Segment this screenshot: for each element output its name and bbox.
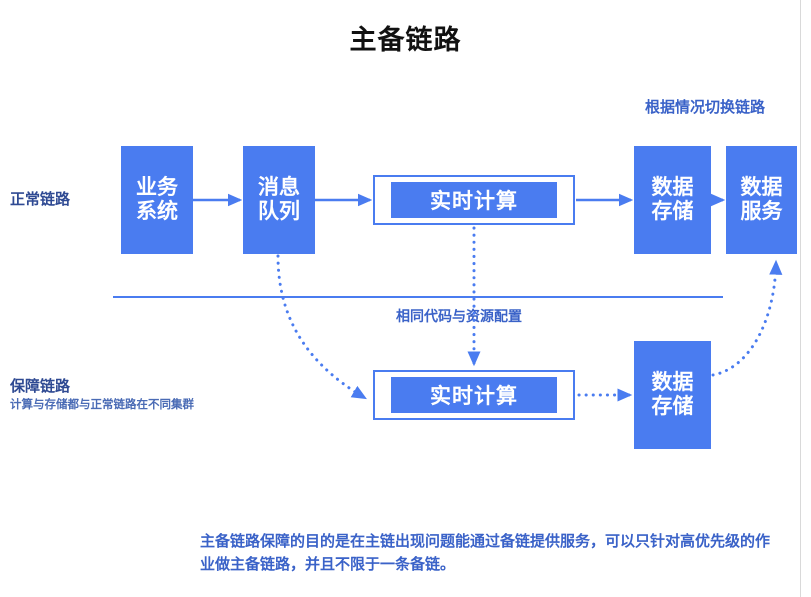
node-data-storage-primary[interactable]: 数据 存储 bbox=[634, 146, 711, 254]
node-message-queue-line1: 消息 bbox=[258, 175, 300, 199]
lane-label-primary: 正常链路 bbox=[10, 191, 71, 208]
node-message-queue[interactable]: 消息 队列 bbox=[243, 146, 315, 254]
node-data-service[interactable]: 数据 服务 bbox=[726, 146, 797, 254]
lane-sublabel-backup: 计算与存储都与正常链路在不同集群 bbox=[10, 399, 194, 411]
node-data-service-line1: 数据 bbox=[740, 175, 783, 199]
note-switch-link: 根据情况切换链路 bbox=[645, 99, 766, 116]
page-title: 主备链路 bbox=[349, 25, 462, 55]
node-realtime-compute-primary[interactable]: 实时计算 bbox=[373, 175, 575, 225]
node-data-storage-backup-line1: 数据 bbox=[651, 370, 694, 394]
node-message-queue-line2: 队列 bbox=[258, 200, 300, 223]
lane-divider bbox=[113, 296, 723, 298]
node-data-storage-backup[interactable]: 数据 存储 bbox=[634, 341, 711, 449]
node-realtime-compute-backup[interactable]: 实时计算 bbox=[373, 370, 575, 420]
node-business-system-line1: 业务 bbox=[136, 175, 178, 199]
node-realtime-compute-backup-label: 实时计算 bbox=[391, 377, 557, 413]
footer-note: 主备链路保障的目的是在主链出现问题能通过备链提供服务，可以只针对高优先级的作业做… bbox=[200, 533, 771, 574]
divider-caption: 相同代码与资源配置 bbox=[396, 308, 522, 324]
arrow-storage-backup-to-service bbox=[711, 259, 783, 377]
node-business-system[interactable]: 业务 系统 bbox=[121, 146, 193, 254]
lane-label-backup: 保障链路 bbox=[10, 378, 71, 395]
node-data-storage-backup-line2: 存储 bbox=[651, 395, 694, 418]
node-data-storage-primary-line2: 存储 bbox=[651, 200, 694, 223]
arrow-queue-to-compute-backup bbox=[276, 254, 367, 400]
node-business-system-line2: 系统 bbox=[136, 200, 178, 223]
node-data-service-line2: 服务 bbox=[740, 200, 783, 223]
slide-right-edge bbox=[800, 0, 801, 597]
node-realtime-compute-primary-label: 实时计算 bbox=[391, 182, 557, 218]
node-data-storage-primary-line1: 数据 bbox=[651, 175, 694, 199]
